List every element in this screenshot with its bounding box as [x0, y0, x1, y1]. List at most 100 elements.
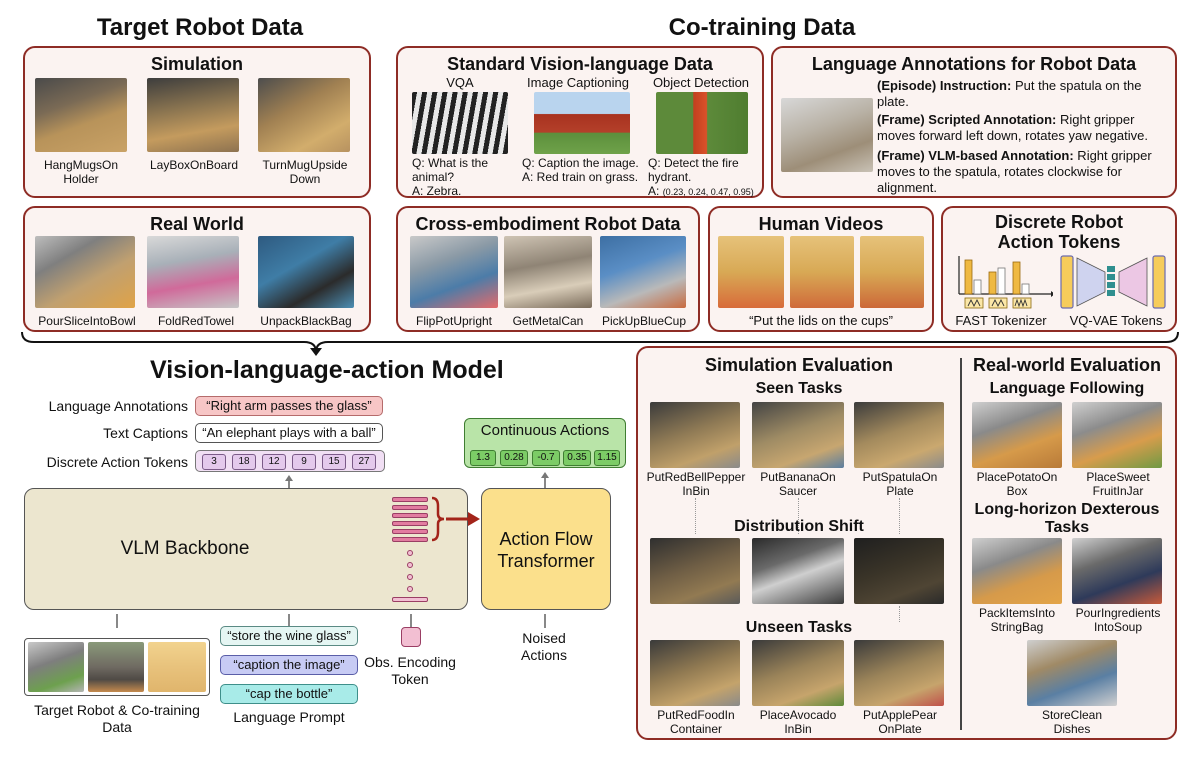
- seen-tasks-title: Seen Tasks: [755, 380, 843, 397]
- arrow-head: [285, 475, 293, 481]
- co-training-data-header: Co-training Data: [668, 14, 856, 41]
- arrow-vlm-to-tokens: [288, 480, 290, 488]
- train-image: [534, 92, 630, 154]
- input-data-label: Target Robot & Co-training Data: [34, 702, 200, 735]
- seen-caption-2: PutBananaOn Saucer: [760, 470, 836, 498]
- long-horizon-title: Long-horizon Dexterous Tasks: [974, 501, 1160, 536]
- long-caption-3: StoreClean Dishes: [1041, 708, 1103, 736]
- unseen-caption-3: PutApplePear OnPlate: [862, 708, 938, 736]
- real-world-title: Real World: [150, 214, 244, 234]
- detection-a: A: (0.23, 0.24, 0.47, 0.95): [648, 184, 764, 199]
- input-image-elephant: [88, 642, 144, 692]
- lang-ann-key-3: (Frame) VLM-based Annotation:: [877, 148, 1074, 163]
- fast-tokenizer-chart: [958, 256, 1053, 309]
- vqa-qa: Q: What is the animal? A: Zebra.: [412, 156, 489, 198]
- obs-token-bar: [392, 505, 428, 510]
- fast-tokenizer-label: FAST Tokenizer: [955, 313, 1047, 328]
- distribution-shift-title: Distribution Shift: [734, 518, 864, 535]
- input-connector: [116, 614, 118, 628]
- captioning-qa: Q: Caption the image. A: Red train on gr…: [522, 156, 639, 184]
- long-image-1: [972, 538, 1062, 604]
- sim-image-hangmugs: [35, 78, 127, 152]
- hydrant-image: [656, 92, 748, 154]
- unseen-caption-2: PlaceAvocado InBin: [759, 708, 837, 736]
- real-eval-title: Real-world Evaluation: [972, 355, 1162, 375]
- obs-connector: [410, 614, 412, 628]
- prompt-pill-2: “caption the image”: [220, 655, 358, 675]
- unseen-tasks-title: Unseen Tasks: [745, 619, 853, 636]
- lang-caption-2: PlaceSweet FruitInJar: [1086, 470, 1150, 498]
- continuous-value: 0.28: [500, 450, 528, 466]
- simulation-title: Simulation: [150, 54, 243, 74]
- lang-ann-val-2: Right gripper moves forward left down, r…: [877, 112, 1148, 143]
- detection-a-prefix: A:: [648, 184, 660, 198]
- real-image-unpack: [258, 236, 354, 308]
- cross-caption-3: PickUpBlueCup: [601, 314, 687, 328]
- discrete-token: 12: [262, 454, 286, 470]
- text-captions-label: Text Captions: [103, 425, 188, 441]
- standard-vl-title: Standard Vision-language Data: [447, 54, 713, 74]
- human-videos-caption: “Put the lids on the cups”: [749, 313, 893, 328]
- detection-a-values: (0.23, 0.24, 0.47, 0.95): [662, 187, 754, 197]
- noised-connector: [544, 614, 546, 628]
- lang-ann-key-1: (Episode) Instruction:: [877, 78, 1012, 93]
- seen-image-1: [650, 402, 740, 468]
- human-frame-1: [718, 236, 784, 308]
- obs-token-bar: [392, 521, 428, 526]
- lang-ann-line-1: (Episode) Instruction: Put the spatula o…: [877, 78, 1171, 110]
- continuous-value: 0.35: [563, 450, 591, 466]
- human-videos-panel: Human Videos “Put the lids on the cups”: [708, 206, 934, 332]
- obs-encoding-token: [401, 627, 421, 647]
- lang-ann-line-3: (Frame) VLM-based Annotation: Right grip…: [877, 148, 1171, 196]
- shift-image-2: [752, 538, 844, 604]
- input-image-bottle: [148, 642, 206, 692]
- lang-ann-output-label: Language Annotations: [48, 398, 188, 414]
- seen-caption-3: PutSpatulaOn Plate: [862, 470, 938, 498]
- unseen-caption-1: PutRedFoodIn Container: [657, 708, 735, 736]
- standard-vl-panel: Standard Vision-language Data VQA Image …: [396, 46, 764, 198]
- cross-caption-2: GetMetalCan: [512, 314, 584, 328]
- data-brace: [21, 331, 1179, 356]
- dotted-link: [798, 498, 799, 534]
- arrow-afm-to-cont: [544, 478, 546, 488]
- lang-ann-val-1: Put the spatula on the plate.: [877, 78, 1142, 109]
- language-following-title: Language Following: [989, 380, 1145, 397]
- real-world-panel: Real World PourSliceIntoBowl FoldRedTowe…: [23, 206, 371, 332]
- kv-arrow: [431, 496, 480, 542]
- obs-token-bar: [392, 513, 428, 518]
- evaluation-divider: [960, 358, 962, 730]
- shift-image-1: [650, 538, 740, 604]
- continuous-actions-title: Continuous Actions: [480, 422, 610, 439]
- text-captions-pill: “An elephant plays with a ball”: [195, 423, 383, 443]
- detection-label: Object Detection: [652, 75, 750, 90]
- shift-image-3: [854, 538, 944, 604]
- lang-caption-1: PlacePotatoOn Box: [976, 470, 1058, 498]
- discrete-tokens-title: Discrete Robot Action Tokens: [994, 212, 1124, 252]
- cross-image-flippot: [410, 236, 498, 308]
- arrow-head: [541, 472, 549, 478]
- discrete-tokens-label: Discrete Action Tokens: [46, 454, 188, 470]
- discrete-token: 9: [292, 454, 316, 470]
- vlm-backbone-label: VLM Backbone: [120, 538, 250, 559]
- lang-ann-line-2: (Frame) Scripted Annotation: Right gripp…: [877, 112, 1171, 144]
- noised-actions-label: Noised Actions: [521, 630, 567, 663]
- vla-model-title: Vision-language-action Model: [150, 356, 504, 384]
- prompt-pill-3: “cap the bottle”: [220, 684, 358, 704]
- real-caption-2: FoldRedTowel: [157, 314, 235, 328]
- continuous-value: 1.3: [470, 450, 496, 466]
- discrete-token: 15: [322, 454, 346, 470]
- lang-ann-key-2: (Frame) Scripted Annotation:: [877, 112, 1057, 127]
- real-image-fold: [147, 236, 239, 308]
- token-dot: [407, 586, 413, 592]
- cross-image-metalcan: [504, 236, 592, 308]
- lang-image-2: [1072, 402, 1162, 468]
- unseen-image-1: [650, 640, 740, 706]
- action-flow-transformer-label: Action Flow Transformer: [497, 529, 595, 571]
- detection-q: Q: Detect the fire hydrant.: [648, 156, 739, 184]
- sim-image-turnmug: [258, 78, 350, 152]
- lang-annotations-panel: Language Annotations for Robot Data (Epi…: [771, 46, 1177, 198]
- lang-image-1: [972, 402, 1062, 468]
- prompt-pill-1: “store the wine glass”: [220, 626, 358, 646]
- spatula-robot-image: [781, 98, 873, 172]
- zebra-image: [412, 92, 508, 154]
